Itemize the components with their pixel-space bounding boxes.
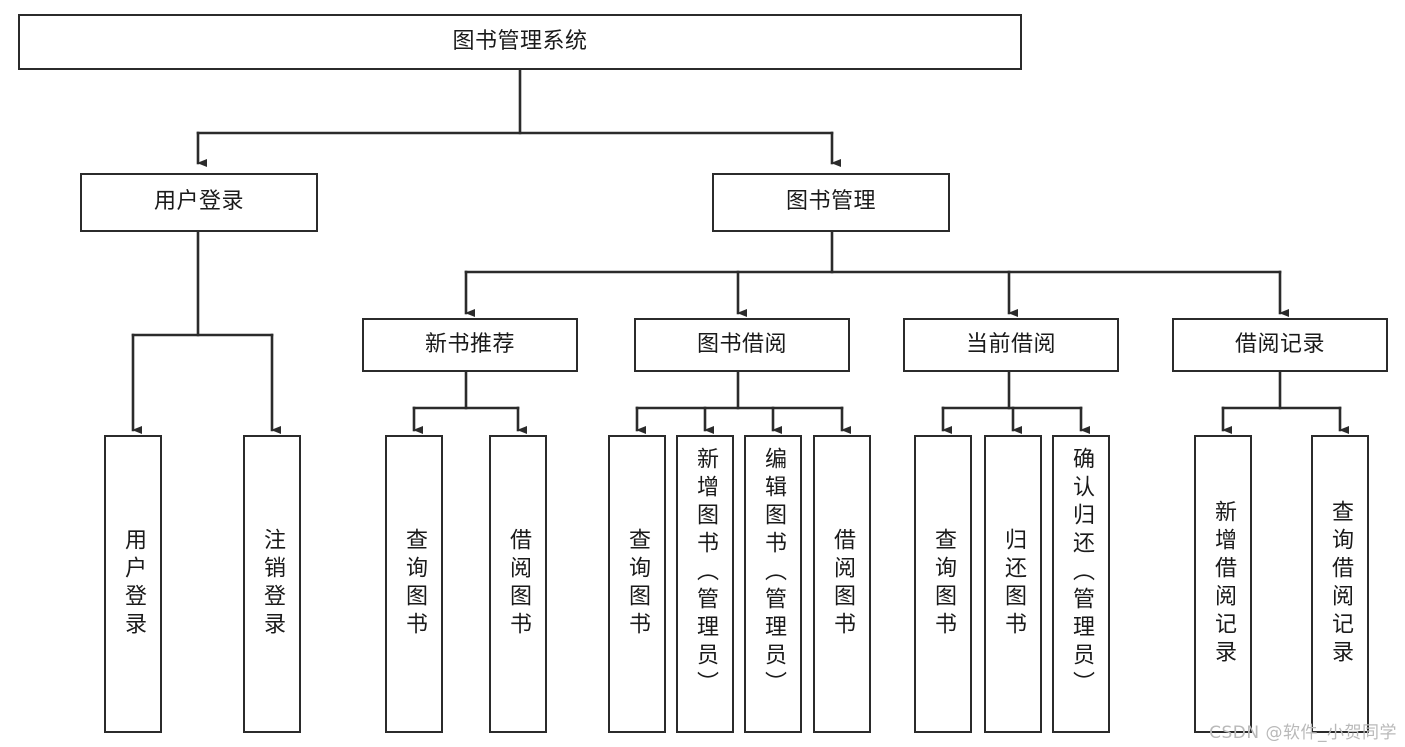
node-label: 当前借阅 <box>965 331 1056 357</box>
node-label: 查询图书 <box>625 528 650 640</box>
node-label: 用户登录 <box>153 189 244 215</box>
node-label: 编辑图书（管理员） <box>761 447 786 699</box>
node-user-login[interactable]: 用户登录 <box>80 173 318 232</box>
node-label: 查询图书 <box>931 528 956 640</box>
leaf-edit-book-admin[interactable]: 编辑图书（管理员） <box>744 435 802 733</box>
leaf-logout[interactable]: 注销登录 <box>243 435 301 733</box>
node-label: 图书管理系统 <box>452 28 588 54</box>
node-book-borrowing[interactable]: 图书借阅 <box>634 318 850 372</box>
node-new-book-recommendation[interactable]: 新书推荐 <box>362 318 578 372</box>
node-borrowing-records[interactable]: 借阅记录 <box>1172 318 1388 372</box>
leaf-query-book-current[interactable]: 查询图书 <box>914 435 972 733</box>
node-label: 用户登录 <box>121 528 146 640</box>
node-book-management[interactable]: 图书管理 <box>712 173 950 232</box>
leaf-query-book-borrow[interactable]: 查询图书 <box>608 435 666 733</box>
node-label: 确认归还（管理员） <box>1069 447 1094 699</box>
leaf-user-login[interactable]: 用户登录 <box>104 435 162 733</box>
leaf-borrow-book[interactable]: 借阅图书 <box>813 435 871 733</box>
node-label: 新增图书（管理员） <box>693 447 718 699</box>
node-label: 新增借阅记录 <box>1211 500 1236 668</box>
node-label: 注销登录 <box>260 528 285 640</box>
node-label: 新书推荐 <box>424 331 515 357</box>
node-current-borrowing[interactable]: 当前借阅 <box>903 318 1119 372</box>
node-label: 借阅图书 <box>506 528 531 640</box>
leaf-add-book-admin[interactable]: 新增图书（管理员） <box>676 435 734 733</box>
csdn-watermark: CSDN @软件_小贺同学 <box>1209 723 1397 743</box>
leaf-add-borrow-record[interactable]: 新增借阅记录 <box>1194 435 1252 733</box>
leaf-return-book[interactable]: 归还图书 <box>984 435 1042 733</box>
node-label: 查询图书 <box>402 528 427 640</box>
leaf-query-borrow-record[interactable]: 查询借阅记录 <box>1311 435 1369 733</box>
node-label: 归还图书 <box>1001 528 1026 640</box>
node-label: 借阅图书 <box>830 528 855 640</box>
leaf-query-book-newbook[interactable]: 查询图书 <box>385 435 443 733</box>
node-label: 借阅记录 <box>1234 331 1325 357</box>
leaf-confirm-return-admin[interactable]: 确认归还（管理员） <box>1052 435 1110 733</box>
node-label: 查询借阅记录 <box>1328 500 1353 668</box>
node-label: 图书借阅 <box>696 331 787 357</box>
node-root-book-management-system[interactable]: 图书管理系统 <box>18 14 1022 70</box>
leaf-borrow-book-newbook[interactable]: 借阅图书 <box>489 435 547 733</box>
node-label: 图书管理 <box>785 189 876 215</box>
